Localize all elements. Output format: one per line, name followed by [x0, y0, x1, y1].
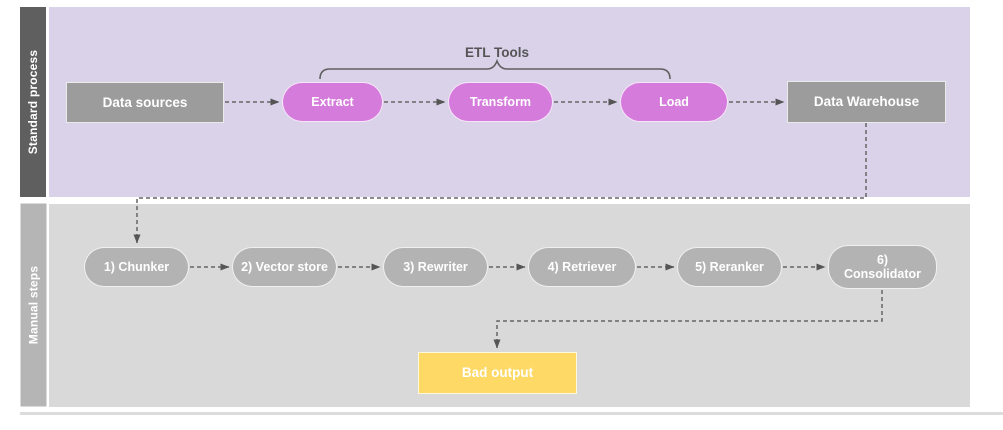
node-load-label: Load: [659, 94, 689, 109]
node-rewriter-label: 3) Rewriter: [403, 259, 468, 274]
node-data-warehouse: Data Warehouse: [787, 81, 946, 123]
node-data-sources: Data sources: [66, 82, 224, 123]
node-bad-output-label: Bad output: [461, 365, 534, 381]
lane-label-standard-process-text: Standard process: [26, 49, 40, 155]
bottom-divider: [20, 412, 1003, 415]
node-transform: Transform: [448, 82, 553, 122]
lane-label-manual-steps-text: Manual steps: [26, 265, 41, 345]
lane-label-manual-steps: Manual steps: [20, 203, 47, 407]
node-data-sources-label: Data sources: [102, 94, 188, 110]
node-consolidator: 6) Consolidator: [828, 245, 937, 289]
node-bad-output: Bad output: [418, 352, 577, 394]
node-retriever: 4) Retriever: [528, 247, 636, 287]
node-retriever-label: 4) Retriever: [547, 259, 617, 274]
node-rewriter: 3) Rewriter: [383, 247, 488, 287]
node-extract-label: Extract: [311, 94, 354, 109]
node-consolidator-label: 6) Consolidator: [843, 252, 922, 281]
node-extract: Extract: [282, 82, 383, 122]
node-load: Load: [620, 82, 728, 122]
node-transform-label: Transform: [469, 94, 532, 109]
node-chunker: 1) Chunker: [84, 247, 189, 287]
node-chunker-label: 1) Chunker: [103, 259, 170, 274]
node-reranker-label: 5) Reranker: [695, 259, 764, 274]
etl-tools-label: ETL Tools: [465, 45, 529, 60]
lane-label-standard-process: Standard process: [20, 7, 46, 197]
node-vector-store-label: 2) Vector store: [241, 259, 328, 274]
node-vector-store: 2) Vector store: [232, 247, 337, 287]
node-reranker: 5) Reranker: [677, 247, 782, 287]
node-data-warehouse-label: Data Warehouse: [813, 94, 920, 110]
